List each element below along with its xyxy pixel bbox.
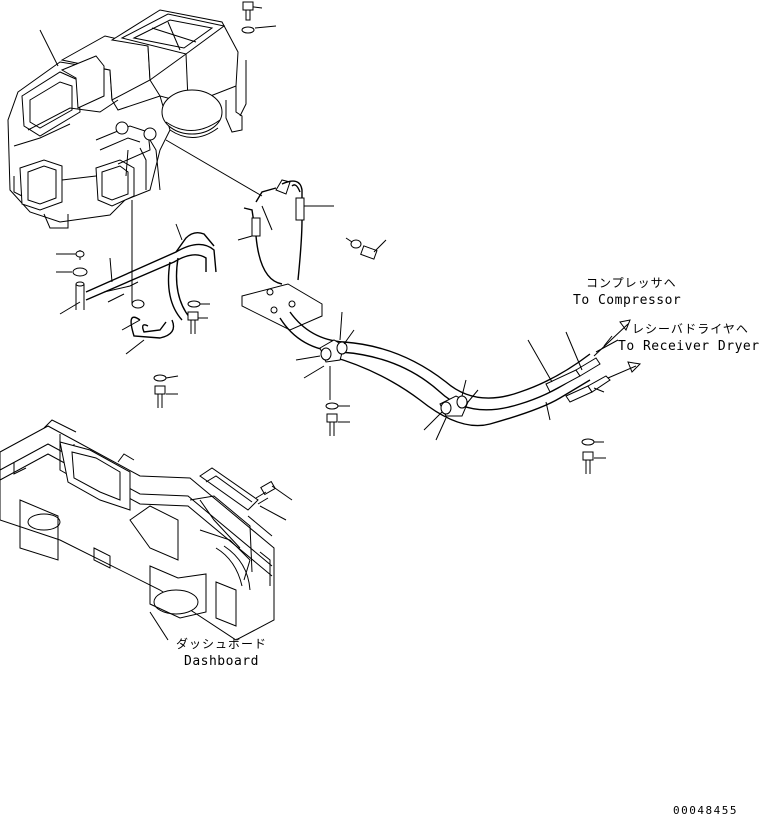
main-hoses [279,311,642,441]
mounting-plate [241,283,323,331]
air-conditioner-unit [7,9,247,229]
dashboard-jp-label: ダッシュボード [176,637,268,651]
dashboard-en-label: Dashboard [184,654,259,669]
compressor-jp-label: コンプレッサヘ [586,276,677,290]
dashboard-frame [0,419,293,641]
ac-bolt [241,1,255,34]
left-fasteners [56,200,145,315]
receiver-en-label: To Receiver Dryer [618,339,760,354]
receiver-jp-label: レシーバドライヤヘ [632,322,749,336]
left-pipes [85,223,217,408]
mid-upper-pipes [165,139,387,285]
mid-fasteners [325,366,606,474]
compressor-en-label: To Compressor [573,293,682,308]
drawing-number: 00048455 [673,804,738,817]
